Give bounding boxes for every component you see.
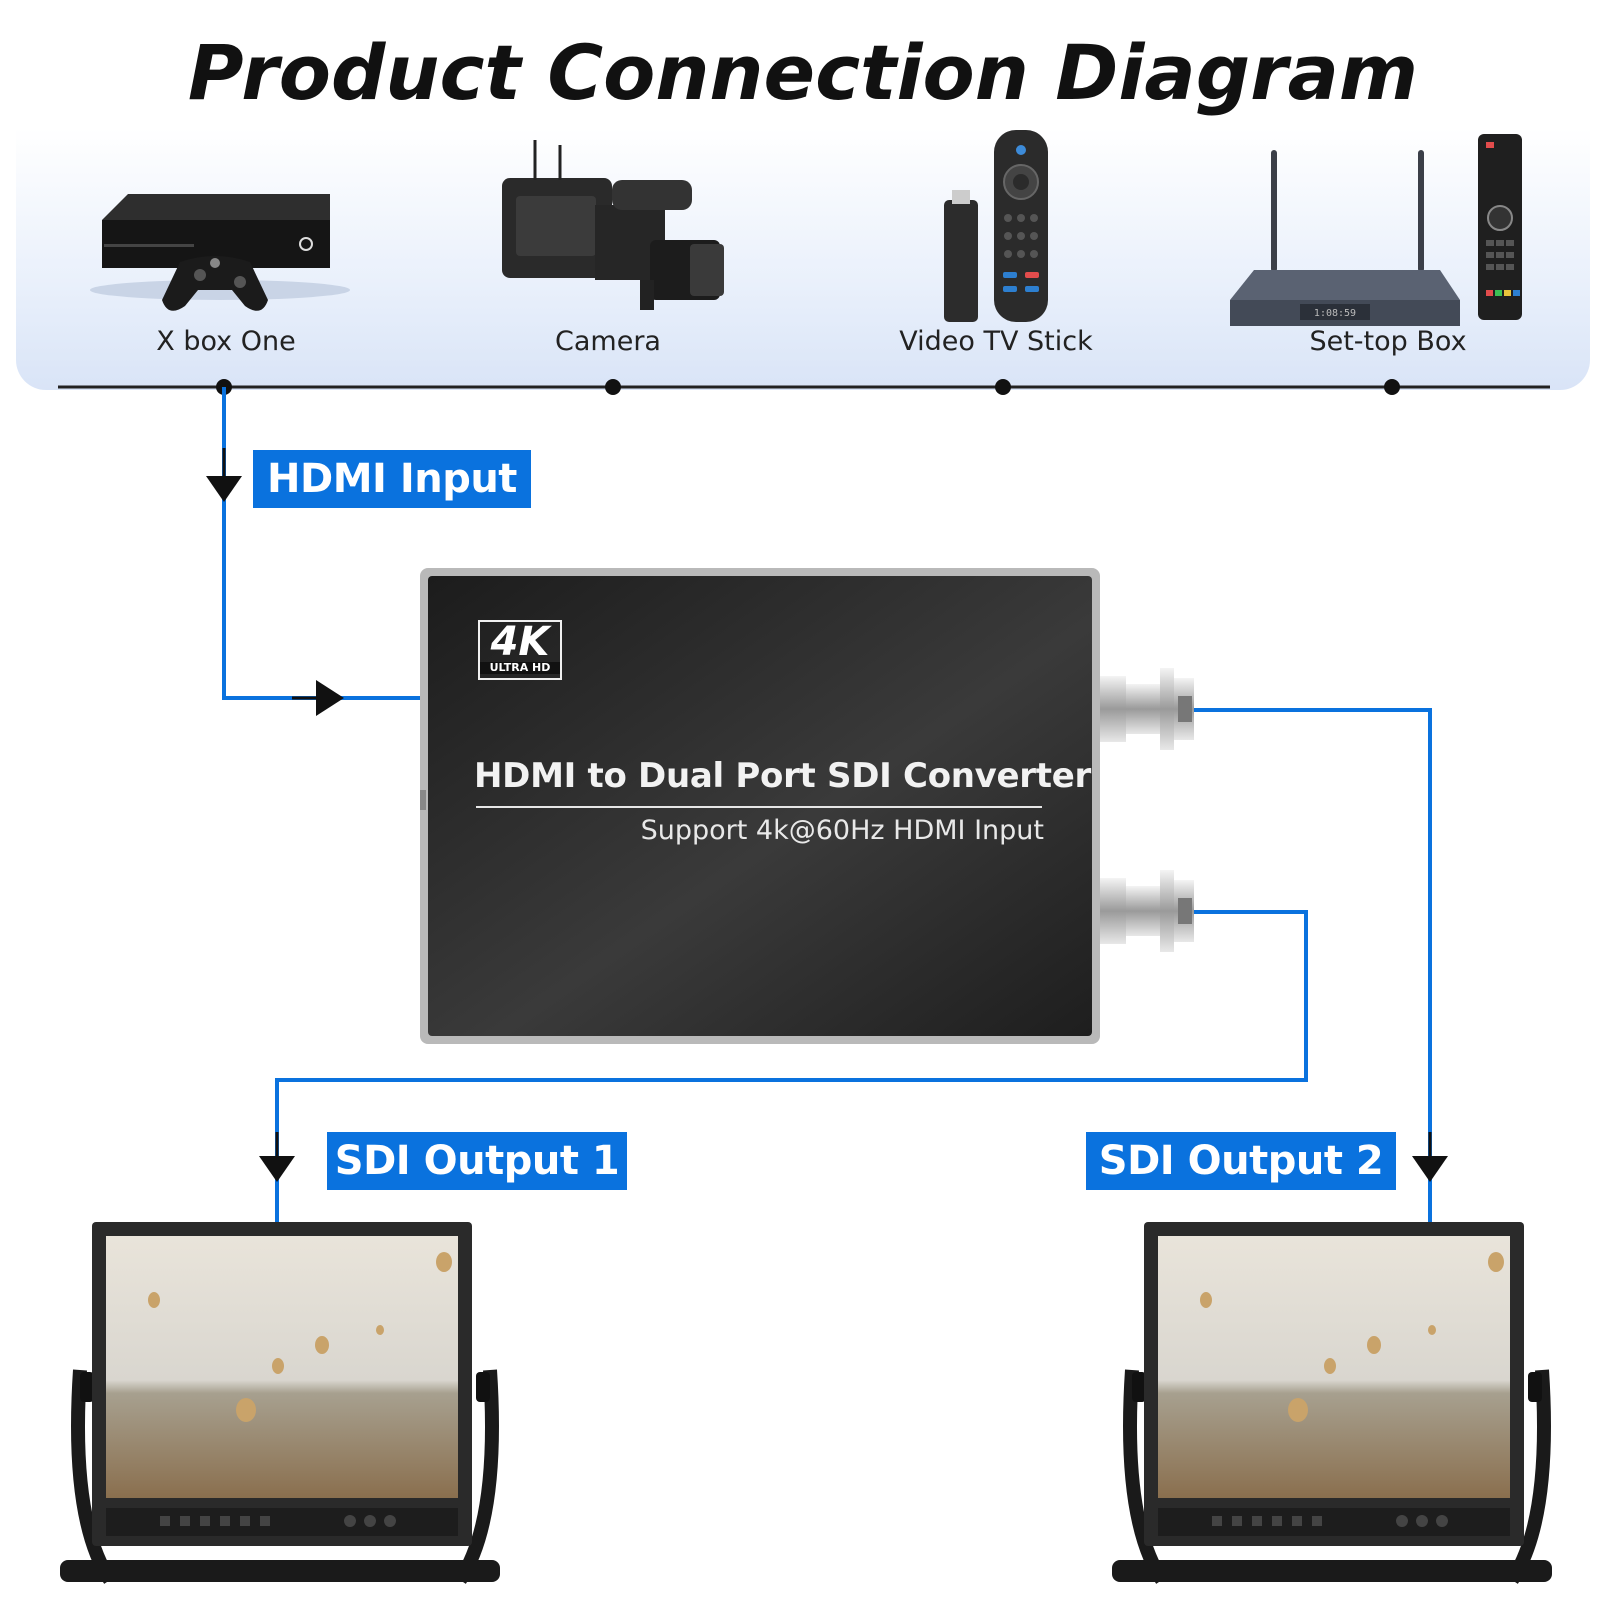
monitor-2-icon [1112,1222,1552,1584]
bus-node-stick [995,379,1011,395]
sdi-output-2-line [1192,708,1432,1222]
set-top-box-icon: 1:08:59 [1230,134,1522,326]
diagram-title: Product Connection Diagram [187,28,1419,117]
bnc-connector-bottom-icon [1100,870,1194,952]
sdi-output-1-line [275,910,1308,1222]
tv-stick-remote-icon [944,130,1048,322]
source-label-camera: Camera [555,326,661,357]
hdmi-right-arrow-icon [316,680,344,716]
bus-node-settop [1384,379,1400,395]
source-label-set-top-box: Set-top Box [1309,326,1467,357]
hdmi-input-badge: HDMI Input [253,450,531,508]
bus-node-camera [605,379,621,395]
logo-4k-text: 4K [490,619,550,665]
converter-subtitle: Support 4k@60Hz HDMI Input [640,815,1044,846]
sdi1-down-arrow-icon [259,1156,295,1182]
arrows [206,448,1448,1182]
sdi2-down-arrow-icon [1412,1156,1448,1182]
camcorder-icon [502,140,724,310]
hdmi-input-line [222,387,424,700]
logo-ultra-hd-text: ULTRA HD [480,662,560,674]
source-label-tv-stick: Video TV Stick [899,326,1093,357]
converter-divider [476,806,1042,808]
bnc-connector-top-icon [1100,668,1194,750]
sdi-output-2-badge: SDI Output 2 [1086,1132,1396,1190]
hdmi-down-arrow-icon [206,476,242,502]
source-label-xbox: X box One [156,326,296,357]
sdi-output-1-badge: SDI Output 1 [327,1132,627,1190]
svg-text:1:08:59: 1:08:59 [1314,308,1356,319]
monitor-1-icon [60,1222,500,1584]
xbox-console-icon [90,194,350,311]
converter-name: HDMI to Dual Port SDI Converter [474,756,1091,796]
4k-ultra-hd-logo: 4K ULTRA HD [478,620,562,680]
